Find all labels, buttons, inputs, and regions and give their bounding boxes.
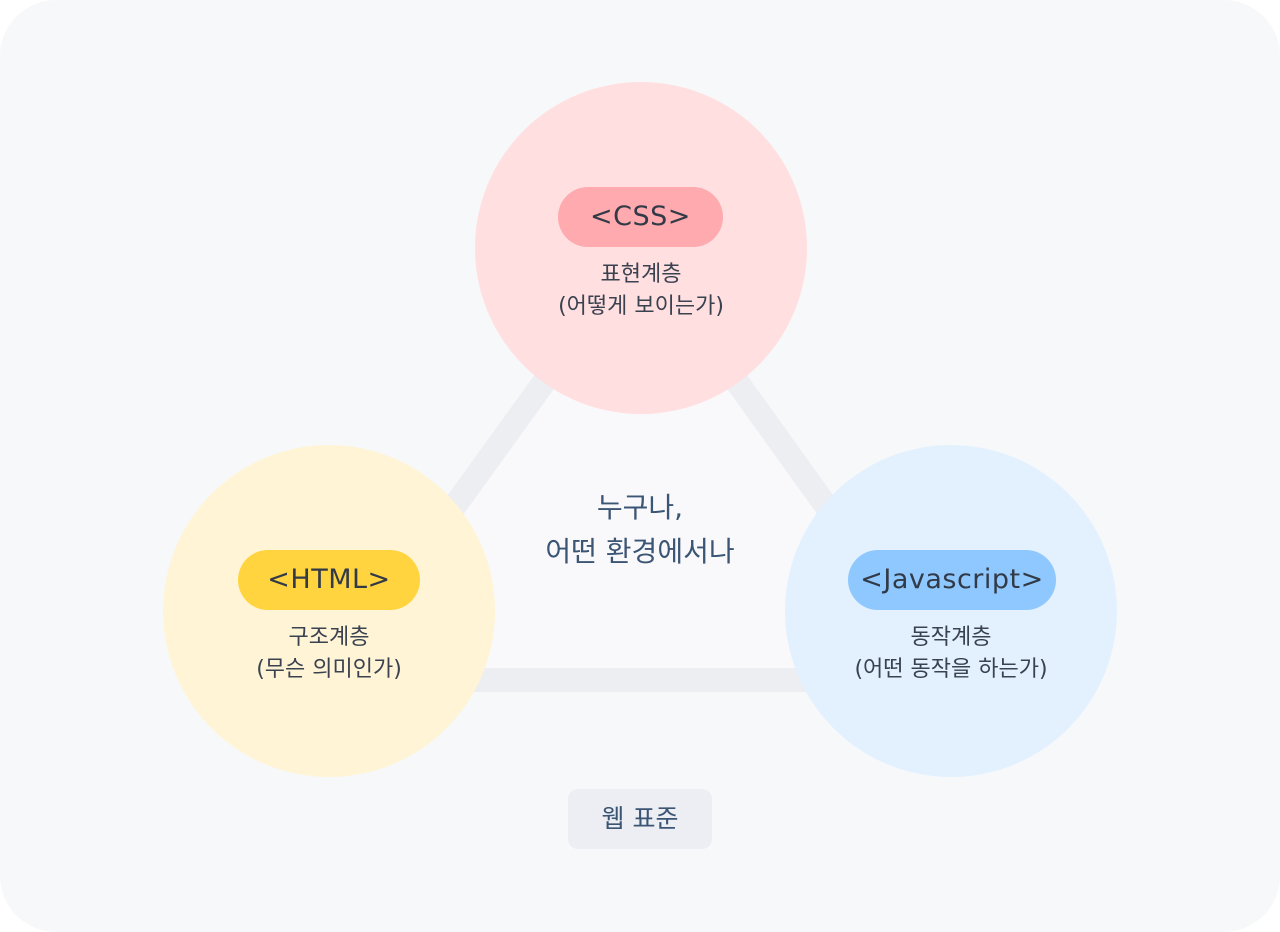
web-standard-badge: 웹 표준: [568, 789, 712, 849]
javascript-circle: [785, 445, 1117, 777]
html-circle: [163, 445, 495, 777]
html-layer-label: 구조계층: [288, 625, 370, 650]
html-layer-description: (무슨 의미인가): [256, 657, 402, 682]
css-description: 표현계층 (어떻게 보이는가): [491, 259, 791, 323]
javascript-tag-pill: <Javascript>: [848, 550, 1056, 610]
center-message: 누구나, 어떤 환경에서나: [490, 486, 790, 574]
css-tag-pill: <CSS>: [558, 187, 723, 247]
javascript-layer-label: 동작계층: [910, 625, 992, 650]
html-tag-pill: <HTML>: [238, 550, 420, 610]
center-message-line2: 어떤 환경에서나: [545, 535, 735, 568]
center-message-line1: 누구나,: [596, 491, 684, 524]
css-layer-label: 표현계층: [600, 262, 682, 287]
css-layer-description: (어떻게 보이는가): [558, 294, 724, 319]
javascript-description: 동작계층 (어떤 동작을 하는가): [791, 622, 1111, 686]
css-circle: [475, 82, 807, 414]
javascript-layer-description: (어떤 동작을 하는가): [854, 657, 1048, 682]
html-description: 구조계층 (무슨 의미인가): [179, 622, 479, 686]
